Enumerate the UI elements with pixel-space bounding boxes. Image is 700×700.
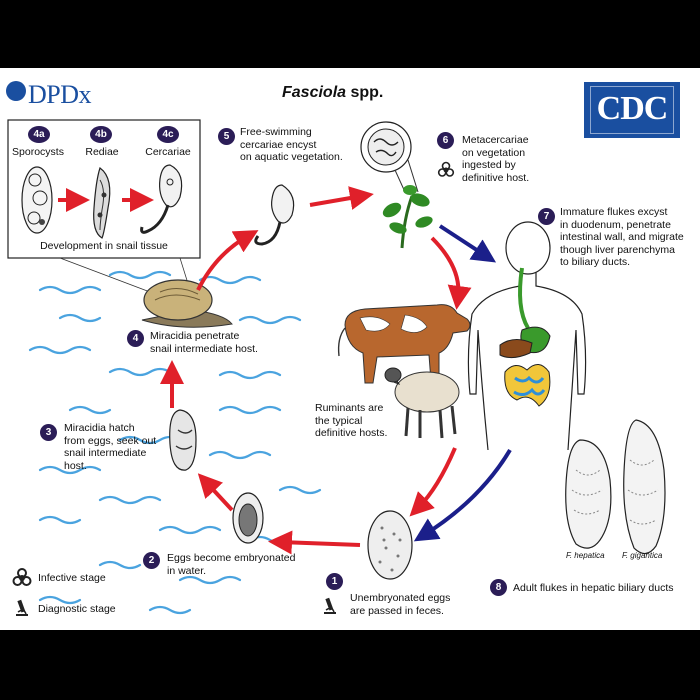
step-6-badge: 6	[437, 132, 454, 149]
dpdx-logo: DPDx	[6, 80, 92, 110]
legend-diagnostic-stage: Diagnostic stage	[38, 603, 116, 615]
step-8-badge: 8	[490, 579, 507, 596]
microscope-icon	[324, 597, 336, 614]
step-5-badge: 5	[218, 128, 235, 145]
step-2-badge: 2	[143, 552, 160, 569]
snail-box-caption: Development in snail tissue	[40, 240, 168, 252]
miracidium-illustration	[169, 409, 197, 471]
human-illustration	[467, 221, 587, 451]
unembryonated-egg-illustration	[367, 510, 413, 580]
title-genus: Fasciola	[282, 84, 347, 101]
stage-4a-badge: 4a	[28, 126, 50, 143]
stage-4b-badge: 4b	[90, 126, 112, 143]
sheep-illustration	[384, 367, 460, 439]
dpdx-logo-text: DPDx	[28, 80, 92, 109]
step-3-badge: 3	[40, 424, 57, 441]
legend-infective-stage: Infective stage	[38, 572, 106, 584]
stage-4b-label: Rediae	[85, 146, 119, 158]
fluke-label-hepatica: F. hepatica	[566, 551, 605, 560]
stage-4c-label: Cercariae	[145, 146, 191, 158]
step-1-badge: 1	[326, 573, 343, 590]
digestive-organs-illustration	[499, 267, 551, 407]
stage-4c-badge: 4c	[157, 126, 179, 143]
sporocyst-illustration	[21, 166, 53, 234]
title-rest: spp.	[346, 84, 384, 101]
plant-illustration	[382, 185, 433, 249]
adult-fluke-gigantica	[623, 419, 666, 555]
cercaria-illustration	[140, 164, 183, 234]
biohazard-icon	[437, 161, 455, 177]
microscope-icon	[16, 599, 28, 616]
adult-fluke-hepatica	[565, 439, 612, 549]
lifecycle-illustration	[7, 119, 666, 616]
lifecycle-diagram: DPDx Fasciola spp. CDC 4a 4b 4c Sporocys…	[0, 68, 700, 630]
step-7-badge: 7	[538, 208, 555, 225]
cow-illustration	[337, 304, 471, 384]
cdc-logo: CDC	[584, 82, 680, 138]
biohazard-icon	[12, 568, 32, 586]
page-title: Fasciola spp.	[282, 84, 383, 102]
step-4-badge: 4	[127, 330, 144, 347]
snail-illustration	[141, 279, 233, 328]
dpdx-logo-mark	[6, 81, 26, 101]
free-cercaria-illustration	[254, 184, 295, 246]
cdc-logo-text: CDC	[596, 90, 669, 127]
step-8-text: Adult flukes in hepatic biliary ducts	[513, 582, 674, 594]
embryonated-egg-illustration	[232, 492, 264, 544]
stage-4a-label: Sporocysts	[12, 146, 64, 158]
redia-illustration	[93, 167, 111, 239]
metacercaria-illustration	[360, 121, 419, 193]
fluke-label-gigantica: F. gigantica	[622, 551, 663, 560]
